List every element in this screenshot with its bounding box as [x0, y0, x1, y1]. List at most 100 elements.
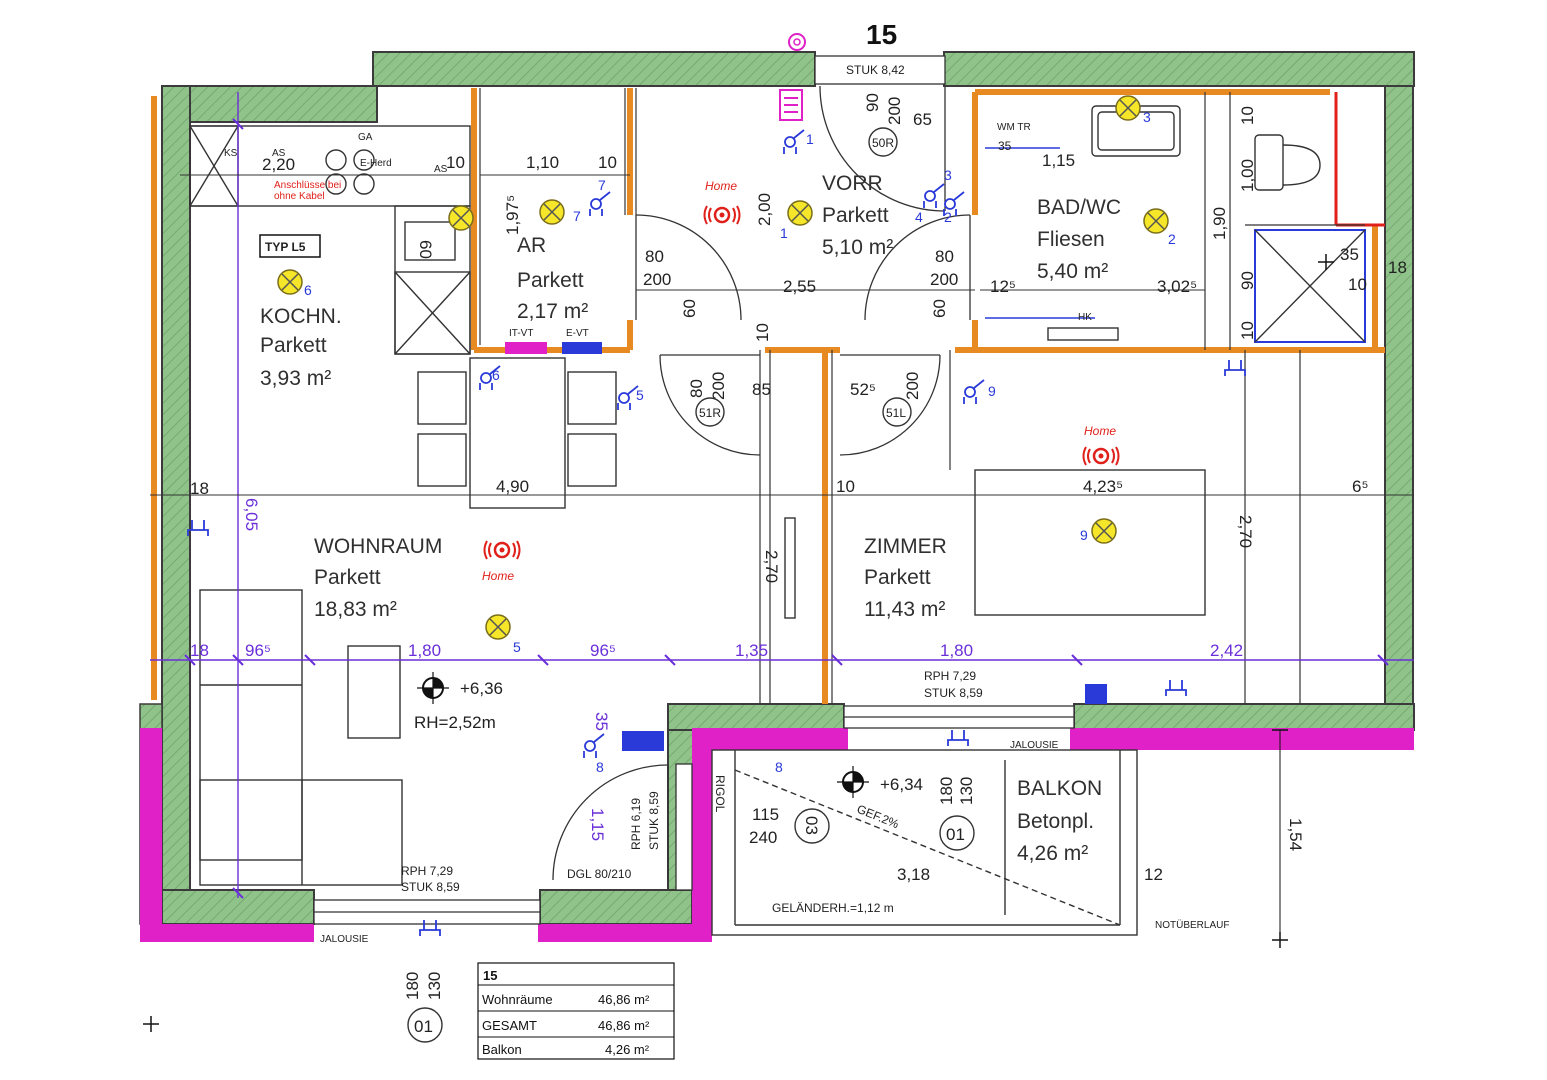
switch-number: 8: [596, 759, 604, 775]
interior-walls: [151, 88, 1385, 704]
switch-number: 3: [944, 167, 952, 183]
dim: 10: [1238, 106, 1257, 125]
summary-label: GESAMT: [482, 1018, 537, 1033]
dim: 60: [680, 299, 699, 318]
switch-number: 7: [598, 177, 606, 193]
exterior-insulation: [140, 728, 1414, 942]
lamp-icon: [277, 269, 303, 295]
dim: 130: [425, 972, 444, 1000]
room-floor: Fliesen: [1037, 228, 1105, 251]
lamp-icon: [1091, 518, 1117, 544]
hk-label: HK: [1078, 312, 1092, 323]
summary-label: Wohnräume: [482, 992, 553, 1007]
light-number: 6: [304, 282, 312, 298]
e-herd-label: E-Herd: [360, 158, 392, 169]
dim: 130: [957, 777, 976, 805]
light-switch-icon: [617, 385, 639, 411]
rph-bed: RPH 7,29: [924, 669, 976, 683]
light-switch-icon: [583, 733, 605, 759]
distribution-boxes: IT-VT E-VT: [505, 89, 1107, 751]
room-kitchen: TYP L5 KOCHN. Parkett 3,93 m²: [259, 234, 342, 390]
dim: 10: [598, 153, 617, 172]
dim: 1,15: [1042, 151, 1075, 170]
room-area: 4,26 m²: [1017, 842, 1088, 865]
room-hall: VORR Parkett 5,10 m²: [822, 172, 893, 259]
room-area: 2,17 m²: [517, 300, 588, 323]
summary-value: 46,86 m²: [598, 1018, 650, 1033]
room-storage: AR Parkett 2,17 m²: [517, 234, 588, 323]
dining-table: [417, 357, 617, 509]
dim: 2,00: [755, 193, 774, 226]
switch-number: 9: [988, 383, 996, 399]
as-label: AS: [272, 148, 286, 159]
wall-top-right: [943, 51, 1415, 87]
dim: 12⁵: [990, 277, 1016, 296]
dim: 90: [863, 93, 882, 112]
switch-number: 1: [806, 131, 814, 147]
insulation-balcony-top-left: [692, 728, 848, 750]
dim: 2,20: [262, 155, 295, 174]
e-vt-label: E-VT: [566, 328, 589, 339]
dim: 2,42: [1210, 641, 1243, 660]
window-tag: 03: [802, 816, 821, 835]
as-label-b: AS: [434, 164, 448, 175]
dim: 10: [836, 477, 855, 496]
room-living: WOHNRAUM Parkett 18,83 m²: [314, 535, 442, 621]
room-tag: TYP L5: [265, 240, 306, 254]
socket-icon: [1165, 679, 1187, 697]
storage-interior: [479, 88, 1365, 704]
light-switch-icon: [783, 129, 805, 155]
room-floor: Parkett: [517, 269, 584, 292]
light-number: 9: [1080, 527, 1088, 543]
dim: 90: [1238, 271, 1257, 290]
wall-bottom-mid: [539, 889, 693, 925]
ks-label: KS: [224, 148, 238, 159]
alarm-label: Home: [1084, 424, 1116, 438]
summary-value: 4,26 m²: [605, 1042, 650, 1057]
lamp-icon: [539, 199, 565, 225]
light-switch-icon: [589, 191, 611, 217]
dim: 85: [752, 380, 771, 399]
insulation-left: [140, 728, 162, 942]
wm-tr-label: WM TR: [997, 122, 1031, 133]
room-name: WOHNRAUM: [314, 535, 442, 558]
it-vt-label: IT-VT: [509, 328, 533, 339]
railing-label: GELÄNDERH.=1,12 m: [772, 901, 894, 915]
dim: 10: [753, 323, 772, 342]
dim: 12: [1144, 865, 1163, 884]
bed: [974, 469, 1206, 616]
dim: 4,23⁵: [1083, 477, 1123, 496]
ga-label: GA: [358, 132, 373, 143]
alarm-label: Home: [705, 179, 737, 193]
dim: 10: [446, 153, 465, 172]
kitchen-note-b: ohne Kabel: [274, 191, 325, 202]
room-balcony: BALKON Betonpl. 4,26 m²: [1017, 777, 1102, 865]
rph-living: RPH 7,29: [401, 864, 453, 878]
dim: 18: [1388, 258, 1407, 277]
socket-icon: [947, 729, 969, 747]
stuk-bed: STUK 8,59: [924, 686, 983, 700]
unit-number: 15: [866, 19, 897, 50]
light-number: 7: [573, 208, 581, 224]
wall-top-left: [372, 51, 816, 87]
window-top: [814, 55, 946, 85]
smoke-alarm-icon: [483, 539, 521, 561]
room-area: 5,10 m²: [822, 236, 893, 259]
room-name: AR: [517, 234, 546, 257]
dim: 35: [998, 139, 1012, 153]
dim: 115: [752, 805, 779, 824]
wall-kitchen-top: [161, 85, 378, 123]
room-area: 5,40 m²: [1037, 260, 1108, 283]
stuk-living: STUK 8,59: [401, 880, 460, 894]
light-switch-icon: [963, 379, 985, 405]
dim: 60: [416, 240, 435, 259]
dim: 1,54: [1286, 818, 1305, 851]
room-floor: Betonpl.: [1017, 810, 1094, 833]
overflow-label: NOTÜBERLAUF: [1155, 919, 1229, 931]
room-bath: BAD/WC Fliesen 5,40 m²: [1037, 196, 1121, 283]
top-marker-icon: [788, 33, 806, 51]
balcony-door-frame: [675, 763, 693, 891]
dim: 1,80: [940, 641, 973, 660]
door-tag: 51R: [699, 406, 721, 420]
